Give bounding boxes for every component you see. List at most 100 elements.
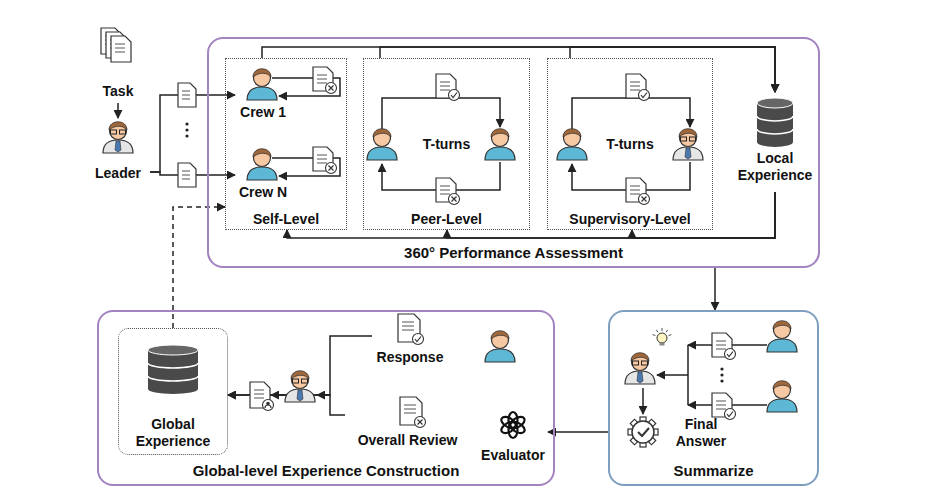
- evaluator-logo: [499, 412, 526, 438]
- text-slot: Evaluator: [478, 446, 548, 464]
- node-label: Response: [377, 349, 444, 366]
- level-box: T-turnsPeer-Level: [363, 58, 530, 230]
- database-icon: [148, 345, 198, 394]
- text-slot: Leader: [86, 164, 150, 182]
- node-label: T-turns: [423, 136, 470, 153]
- leader-icon: [285, 371, 315, 402]
- leader-icon: [625, 353, 655, 384]
- assessment-panel: 360° Performance Assessment Self-Level Cre…: [207, 37, 820, 268]
- flow-arrow: [447, 192, 775, 238]
- flow-line: [572, 162, 690, 190]
- flow-arrow: [262, 47, 775, 92]
- document-icon: [313, 147, 337, 174]
- document-icon: [398, 314, 424, 345]
- crew-icon: [767, 321, 797, 352]
- leader-node: Leader: [86, 118, 150, 185]
- node-label: Crew N: [239, 184, 287, 201]
- flow-line: [382, 98, 500, 129]
- node-label: Overall Review: [358, 432, 458, 449]
- crew-icon: [247, 69, 277, 100]
- level-box: Self-Level Crew 1 Crew N: [225, 58, 347, 230]
- node-label: Final Answer: [670, 416, 732, 450]
- ellipsis-dots: [185, 122, 188, 137]
- flow-line: [271, 394, 284, 396]
- document-icon: [313, 67, 337, 94]
- node-label: Leader: [95, 165, 141, 182]
- crew-icon: [367, 129, 397, 160]
- database-icon: [757, 98, 793, 147]
- crew-icon: [767, 381, 797, 412]
- crew-icon: [247, 149, 277, 180]
- text-slot: Local Experience: [735, 150, 815, 184]
- node-label: 360° Performance Assessment: [404, 244, 623, 262]
- text-slot: Summarize: [608, 462, 819, 480]
- flow-arrow: [287, 192, 775, 238]
- document-icon: [400, 397, 426, 428]
- node-label: Peer-Level: [411, 211, 482, 228]
- flow-line: [317, 394, 330, 396]
- text-slot: Task: [95, 82, 141, 100]
- node-label: Task: [103, 83, 134, 100]
- document-icon: [626, 74, 650, 101]
- text-slot: Overall Review: [345, 431, 470, 449]
- document-icon: [178, 83, 196, 107]
- node-label: Self-Level: [253, 211, 319, 228]
- crew-icon: [485, 331, 515, 362]
- crew-icon: [557, 129, 587, 160]
- task-node: Task: [95, 25, 141, 103]
- document-icon: [436, 178, 460, 205]
- idea-icon: [653, 328, 672, 346]
- document-icon: [111, 36, 131, 62]
- flow-arrow: [548, 431, 608, 433]
- crew-icon: [485, 129, 515, 160]
- node-label: Evaluator: [481, 447, 545, 464]
- leader-icon: [103, 122, 133, 153]
- node-label: Supervisory-Level: [569, 211, 690, 228]
- node-label: Crew 1: [240, 104, 286, 121]
- level-box: T-turnsSupervisory-Level: [547, 58, 713, 230]
- document-node: Overall Review: [345, 395, 470, 451]
- document-node: Response: [372, 312, 448, 368]
- text-slot: 360° Performance Assessment: [207, 244, 820, 262]
- flow-line: [572, 98, 690, 129]
- flow-arrow: [570, 47, 775, 92]
- text-slot: T-turns: [363, 135, 530, 153]
- text-slot: Self-Level: [225, 210, 347, 228]
- construction-panel: Global-level Experience Construction Glob…: [97, 310, 555, 486]
- text-slot: Peer-Level: [363, 210, 530, 228]
- text-slot: T-turns: [547, 135, 713, 153]
- text-slot: Crew N: [235, 183, 291, 201]
- node-label: T-turns: [606, 136, 653, 153]
- flow-arrow: [117, 103, 119, 118]
- ellipsis-dots: [720, 367, 723, 382]
- text-slot: Global-level Experience Construction: [97, 462, 555, 480]
- flow-line: [657, 374, 688, 376]
- gear-icon: [628, 417, 658, 447]
- document-icon: [712, 333, 736, 360]
- crew-node: Crew 1: [235, 68, 291, 122]
- document-icon: [178, 163, 196, 187]
- node-label: Global Experience: [118, 416, 228, 450]
- answer-node: Final Answer: [620, 410, 732, 454]
- text-slot: Global Experience: [118, 416, 228, 450]
- text-slot: Crew 1: [235, 103, 291, 121]
- text-slot: Final Answer: [670, 416, 732, 450]
- document-icon: [712, 393, 736, 420]
- node-label: Global-level Experience Construction: [193, 462, 460, 480]
- document-icon: [250, 382, 274, 411]
- crew-node: Crew N: [235, 148, 291, 202]
- leader-icon: [673, 129, 703, 160]
- database-node: Local Experience: [735, 92, 815, 192]
- flow-line: [642, 388, 644, 414]
- node-label: Summarize: [673, 462, 753, 480]
- flow-arrow: [714, 268, 716, 310]
- document-icon: [626, 178, 650, 205]
- flow-line: [382, 162, 500, 190]
- evaluator-node: Evaluator: [478, 406, 548, 467]
- node-label: Local Experience: [735, 150, 815, 184]
- text-slot: Response: [372, 348, 448, 366]
- summarize-panel: Summarize Final Answer: [608, 310, 819, 486]
- text-slot: Supervisory-Level: [547, 210, 713, 228]
- document-icon: [436, 74, 460, 101]
